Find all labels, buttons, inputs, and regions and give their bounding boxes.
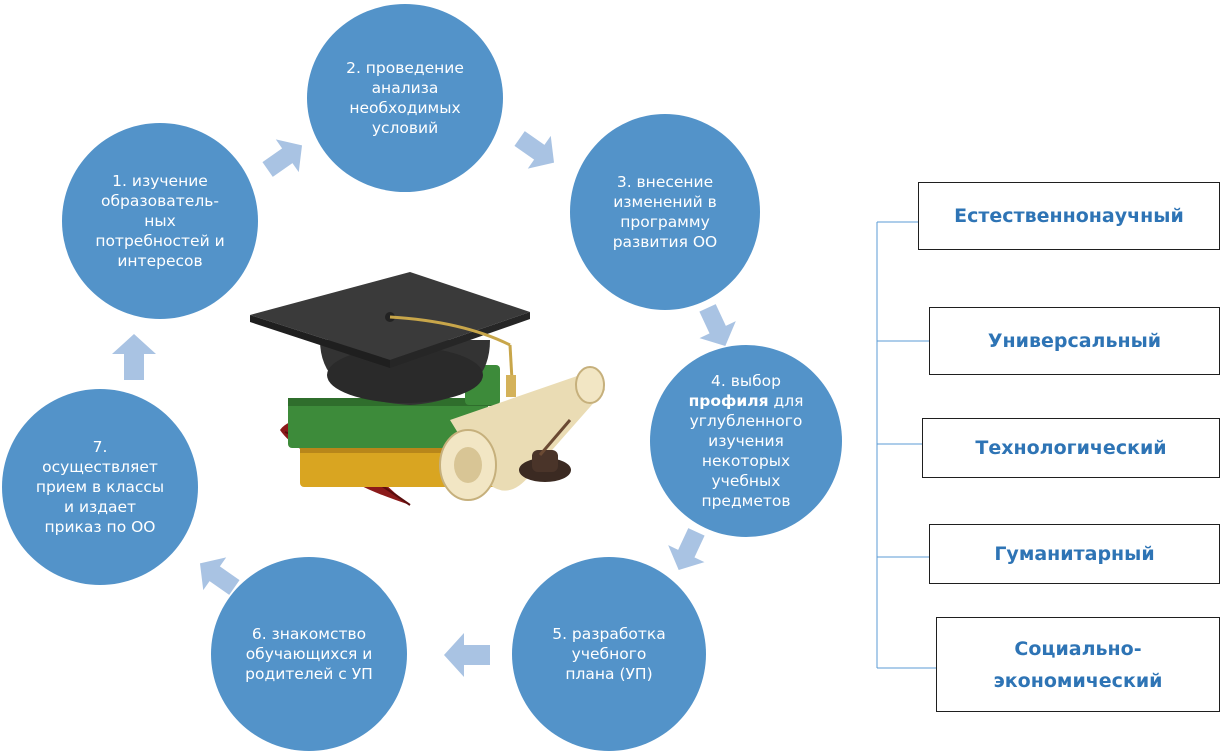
step-circle-1: 1. изучение образователь-ных потребносте… bbox=[62, 123, 258, 319]
step-4-text-after: для углубленного изучения некоторых учеб… bbox=[689, 392, 804, 510]
step-circle-6: 6. знакомство обучающихся и родителей с … bbox=[211, 557, 407, 751]
step-circle-2: 2. проведение анализа необходимых услови… bbox=[307, 4, 503, 192]
step-circle-3: 3. внесение изменений в программу развит… bbox=[570, 114, 760, 310]
step-7-text: 7. осуществляет прием в классы и издает … bbox=[35, 438, 165, 536]
arrow-icon-5-to-6 bbox=[444, 633, 490, 677]
profile-box-socio-economic: Социально-экономический bbox=[936, 617, 1220, 712]
arrow-icon-4-to-5 bbox=[668, 528, 705, 570]
profile-box-universal: Универсальный bbox=[929, 307, 1220, 375]
step-circle-4: 4. выбор профиля для углубленного изучен… bbox=[650, 345, 842, 537]
profile-box-humanitarian: Гуманитарный bbox=[929, 524, 1220, 584]
step-circle-7: 7. осуществляет прием в классы и издает … bbox=[2, 389, 198, 585]
profile-label: Универсальный bbox=[987, 330, 1162, 352]
profile-box-natural-science: Естественнонаучный bbox=[918, 182, 1220, 250]
step-2-text: 2. проведение анализа необходимых услови… bbox=[346, 59, 464, 137]
profile-label: Естественнонаучный bbox=[954, 205, 1184, 227]
profile-box-technological: Технологический bbox=[922, 418, 1220, 478]
step-1-text: 1. изучение образователь-ных потребносте… bbox=[95, 172, 225, 270]
arrow-icon-3-to-4 bbox=[699, 304, 736, 346]
arrow-icon-7-to-1 bbox=[112, 334, 156, 380]
step-4-text-before: 4. выбор bbox=[711, 372, 781, 390]
arrow-icon-6-to-7 bbox=[199, 557, 240, 595]
graduation-illustration bbox=[250, 272, 605, 506]
profile-label: Социально-экономический bbox=[993, 637, 1163, 692]
step-4-text: 4. выбор профиля для углубленного изучен… bbox=[686, 371, 806, 511]
step-circle-5: 5. разработка учебного плана (УП) bbox=[512, 557, 706, 751]
step-6-text: 6. знакомство обучающихся и родителей с … bbox=[245, 625, 373, 683]
step-3-text: 3. внесение изменений в программу развит… bbox=[612, 173, 718, 251]
step-4-text-bold: профиля bbox=[688, 392, 769, 410]
step-5-text: 5. разработка учебного плана (УП) bbox=[552, 625, 666, 683]
arrow-icon-2-to-3 bbox=[514, 131, 555, 169]
profile-label: Технологический bbox=[975, 437, 1167, 459]
profile-label: Гуманитарный bbox=[994, 543, 1155, 565]
arrow-icon-1-to-2 bbox=[262, 139, 303, 177]
